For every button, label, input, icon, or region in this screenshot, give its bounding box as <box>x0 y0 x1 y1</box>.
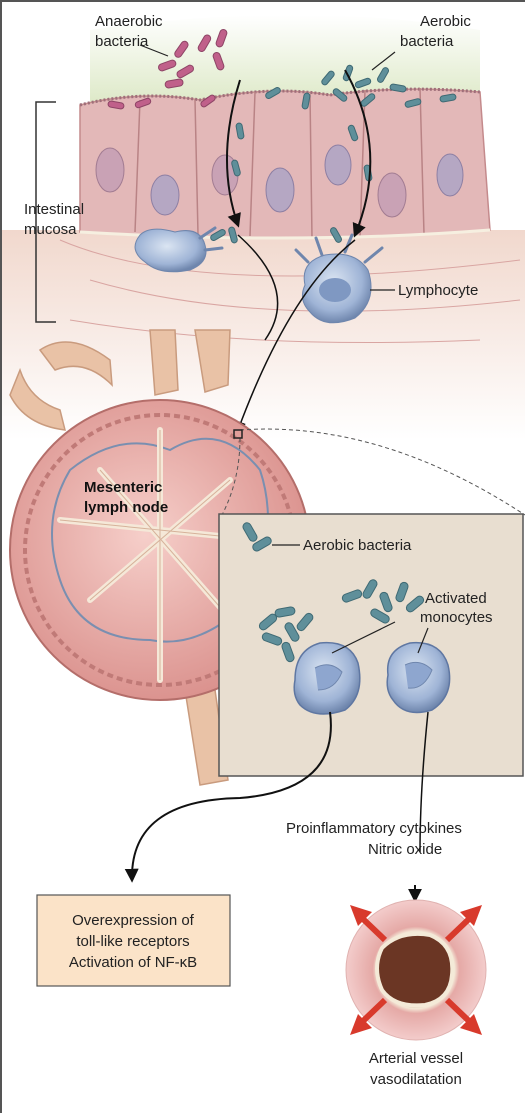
submucosa-background <box>2 230 525 440</box>
vessel-label-line2: vasodilatation <box>370 1071 462 1088</box>
mesenteric-label-line1: Mesenteric <box>84 479 162 496</box>
intestinal-mucosa <box>80 88 490 238</box>
anaerobic-label-line1: Anaerobic <box>95 13 163 30</box>
intestinal-label-line2: mucosa <box>24 221 77 238</box>
outcome-line3: Activation of NF-κB <box>69 954 197 971</box>
activated-label-line1: Activated <box>425 590 487 607</box>
lymphocyte-label: Lymphocyte <box>398 282 478 299</box>
anaerobic-label-line2: bacteria <box>95 33 149 50</box>
aerobic-label-line1: Aerobic <box>420 13 471 30</box>
activated-monocyte-left <box>294 643 360 714</box>
inset-aerobic-label: Aerobic bacteria <box>303 537 412 554</box>
outcome-line1: Overexpression of <box>72 912 195 929</box>
aerobic-label-line2: bacteria <box>400 33 454 50</box>
vessel-label-line1: Arterial vessel <box>369 1050 463 1067</box>
mesenteric-label-line2: lymph node <box>84 499 168 516</box>
activated-label-line2: monocytes <box>420 609 493 626</box>
cytokines-label-line2: Nitric oxide <box>368 841 442 858</box>
outcome-line2: toll-like receptors <box>76 933 189 950</box>
intestinal-label-line1: Intestinal <box>24 201 84 218</box>
cytokines-label-line1: Proinflammatory cytokines <box>286 820 462 837</box>
